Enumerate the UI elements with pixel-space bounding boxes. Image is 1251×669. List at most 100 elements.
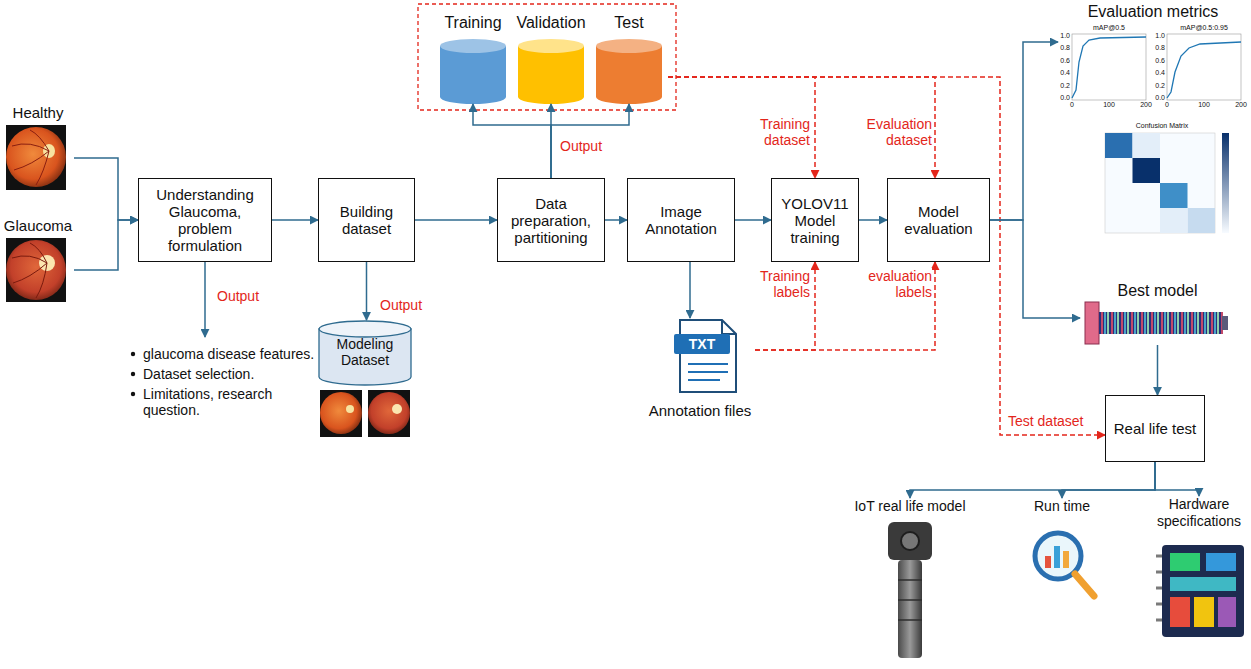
flow-arrow <box>990 220 1080 318</box>
process-box: YOLOV11 Model training <box>771 178 859 262</box>
document-lines <box>688 364 728 380</box>
edge-label: Evaluation dataset <box>860 116 932 148</box>
edge-label: Training dataset <box>748 116 810 148</box>
flow-arrow <box>1157 345 1159 395</box>
node-label: Building dataset <box>325 203 408 237</box>
process-box: Model evaluation <box>887 178 990 262</box>
axis-tick: 0 <box>1165 101 1169 109</box>
chip-block <box>1218 597 1236 627</box>
image-ground <box>6 125 66 190</box>
output-label: Output <box>217 288 259 304</box>
bullet-note: Dataset selection. <box>143 366 343 382</box>
edge-label: Output <box>380 297 422 313</box>
axis-tick: 0.4 <box>1155 69 1165 77</box>
matrix-cell <box>1133 158 1161 183</box>
document-outline <box>680 320 736 392</box>
partition-cylinders <box>440 39 662 104</box>
cylinder-body <box>518 46 584 104</box>
fundus-healthy <box>6 125 66 190</box>
scope-handle <box>898 560 922 658</box>
axis-tick: 1.0 <box>1060 32 1070 40</box>
chip-block <box>1170 577 1236 591</box>
model-picture: Best model <box>1080 282 1235 345</box>
chart-frame <box>1167 34 1241 100</box>
document-fold <box>722 320 736 334</box>
axis-tick: 1.0 <box>1155 32 1165 40</box>
chart-curve <box>1167 42 1241 98</box>
runtime-icon-node: Run time <box>1018 498 1106 606</box>
runtime-bar <box>1054 546 1060 568</box>
node-label: Image Annotation <box>634 203 728 237</box>
cylinder-body <box>319 329 411 385</box>
chip-pins <box>1156 556 1162 620</box>
dataset-cylinder: Modeling Dataset <box>318 320 412 386</box>
chip-block <box>1170 553 1200 571</box>
flow-arrow <box>735 219 771 221</box>
best-model-picture <box>1085 302 1228 344</box>
axis-tick: 0 <box>1070 101 1074 109</box>
flow-arrow <box>859 219 887 221</box>
node-label: Model evaluation <box>894 203 983 237</box>
file-icon: TXTAnnotation files <box>645 318 755 422</box>
retina <box>6 127 66 187</box>
bullet-note: Limitations, research question. <box>143 386 293 418</box>
node-label: Run time <box>1018 498 1106 515</box>
chip-block <box>1170 597 1190 627</box>
chart-title: mAP@0.5:0.95 <box>1180 24 1228 32</box>
node-label: Modeling Dataset <box>322 336 408 368</box>
image-ground <box>320 390 362 437</box>
axis-tick: 0.0 <box>1060 94 1070 102</box>
node-caption: Annotation files <box>645 402 755 419</box>
txt-file-icon <box>674 320 736 392</box>
flow-arrow <box>473 104 551 178</box>
runtime-bar <box>1063 551 1069 568</box>
axis-tick: 0.2 <box>1060 82 1070 90</box>
fundus-image: Healthy <box>2 104 74 192</box>
flow-arrow <box>605 219 627 221</box>
flow-arrow <box>74 220 138 270</box>
matrix-cell <box>1160 208 1188 233</box>
image-ground <box>368 390 410 437</box>
optic-disc <box>392 404 402 414</box>
cylinder-top <box>596 39 662 53</box>
node-label: Real life test <box>1114 420 1197 437</box>
node-label: Hardware specifications <box>1150 496 1248 530</box>
fundus-glaucoma <box>6 238 66 302</box>
chip-block <box>1194 597 1214 627</box>
node-label: Healthy <box>2 104 74 121</box>
optic-disc <box>346 405 354 413</box>
edge-label: evaluation labels <box>860 268 932 300</box>
axis-tick: 0.2 <box>1155 82 1165 90</box>
flow-arrow <box>990 42 1058 220</box>
bullet-dot <box>131 392 135 396</box>
magnifier-handle <box>1075 574 1094 596</box>
flow-arrow <box>689 262 691 318</box>
model-body <box>1099 312 1223 334</box>
dashed-flow-arrow <box>668 77 815 178</box>
matrix-cell <box>1188 208 1216 233</box>
node-label: YOLOV11 Model training <box>778 195 852 246</box>
model-tail <box>1222 316 1228 330</box>
vessels <box>12 130 49 185</box>
flow-arrow <box>415 219 497 221</box>
dataset-cylinder: Validation <box>512 12 590 104</box>
axis-tick: 0.0 <box>1155 94 1165 102</box>
node-label: Data preparation, partitioning <box>504 195 598 246</box>
scope-lens <box>901 532 919 550</box>
metric-charts <box>1072 34 1241 100</box>
process-box: Understanding Glaucoma, problem formulat… <box>138 178 272 262</box>
chip-block <box>1206 553 1236 571</box>
confusion-matrix <box>1105 133 1229 233</box>
process-box: Data preparation, partitioning <box>497 178 605 262</box>
axis-tick: 0.6 <box>1155 57 1165 65</box>
axis-tick: 100 <box>1198 101 1210 109</box>
axis-tick: 0.8 <box>1155 44 1165 52</box>
axis-tick: 0.4 <box>1060 69 1070 77</box>
flow-arrow <box>551 104 629 178</box>
fundus-thumbnails <box>320 390 410 437</box>
image-ground <box>6 238 66 302</box>
node-label: Evaluation metrics <box>1058 3 1248 20</box>
process-box: Image Annotation <box>627 178 735 262</box>
flow-arrow <box>1062 462 1155 498</box>
axis-tick: 200 <box>1140 101 1152 109</box>
